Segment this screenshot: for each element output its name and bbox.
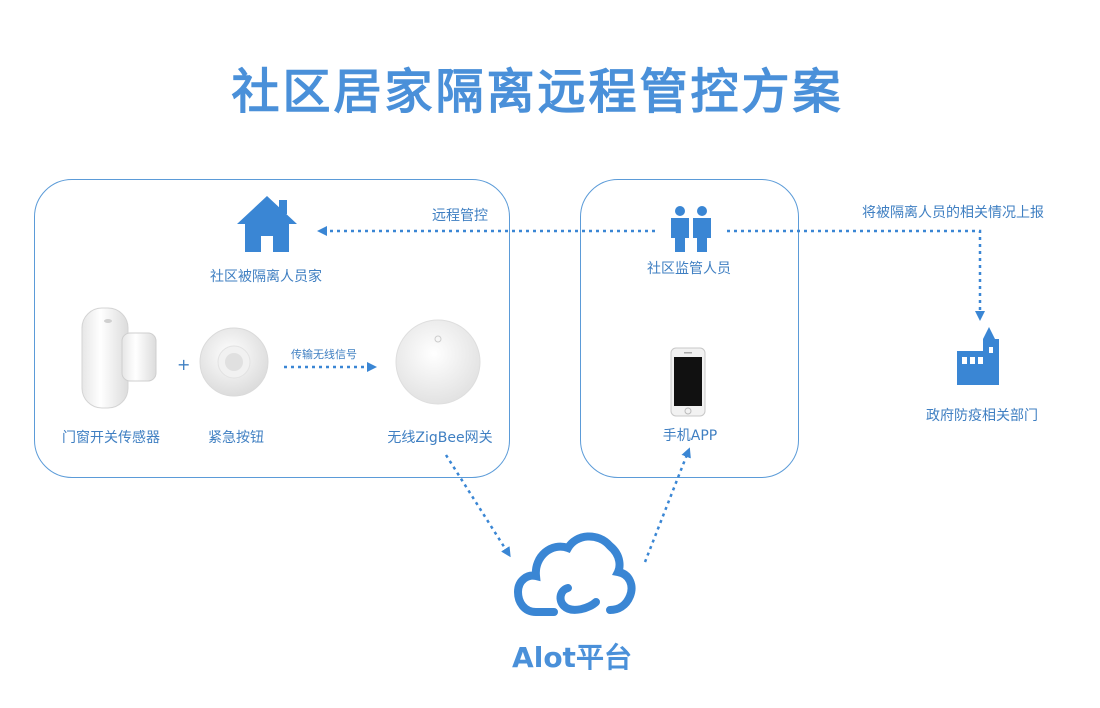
door-sensor-label: 门窗开关传感器 (62, 430, 160, 446)
emergency-button-device (199, 327, 269, 397)
door-sensor-device (81, 307, 157, 409)
plus-sign: + (177, 355, 191, 374)
gateway-label: 无线ZigBee网关 (387, 430, 493, 446)
emergency-button-label: 紧急按钮 (208, 430, 264, 446)
phone-app-label: 手机APP (662, 428, 718, 444)
gateway-to-platform-arrow (444, 454, 511, 558)
phone-icon (670, 347, 706, 417)
transmit-label: 传输无线信号 (291, 348, 357, 361)
platform-label: Alot平台 (512, 641, 632, 674)
cloud-icon (513, 532, 636, 616)
home-label: 社区被隔离人员家 (210, 269, 322, 285)
report-line (727, 229, 985, 321)
government-label: 政府防疫相关部门 (926, 408, 1038, 424)
zigbee-gateway-device (395, 319, 481, 405)
supervisor-label: 社区监管人员 (647, 261, 731, 277)
house-icon (237, 196, 297, 252)
people-icon (671, 206, 711, 252)
report-label: 将被隔离人员的相关情况上报 (862, 205, 1044, 221)
page-title: 社区居家隔离远程管控方案 (231, 64, 844, 120)
supervisor-panel (580, 179, 799, 478)
remote-control-label: 远程管控 (432, 208, 488, 224)
platform-to-app-arrow (643, 447, 691, 563)
government-building-icon (957, 327, 999, 385)
home-panel (34, 179, 510, 478)
